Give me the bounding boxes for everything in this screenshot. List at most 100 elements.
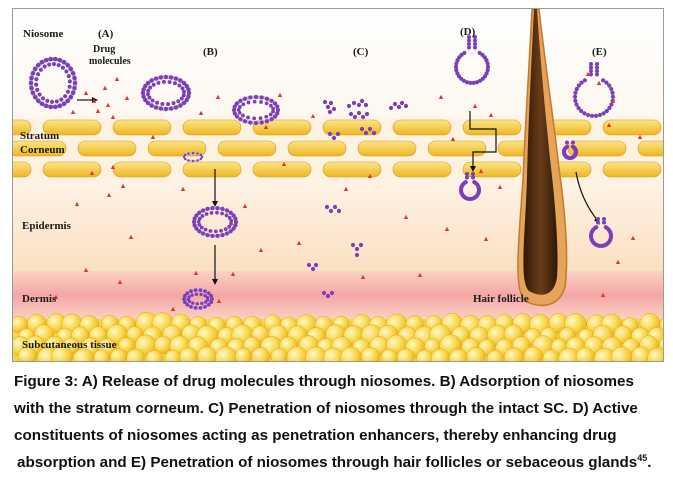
drug-molecule <box>95 108 101 113</box>
drug-molecule <box>198 110 204 115</box>
corneocyte <box>112 119 172 136</box>
drug-molecule <box>478 168 484 173</box>
caption-line-3: constituents of niosomes acting as penet… <box>14 427 617 444</box>
corneocyte <box>357 140 417 157</box>
drug-molecule <box>102 85 108 90</box>
drug-molecule <box>472 103 478 108</box>
drug-molecule <box>193 270 199 275</box>
drug-molecule <box>615 259 621 264</box>
fragment-c-8 <box>350 242 364 258</box>
label-epidermis: Epidermis <box>22 220 72 232</box>
drug-molecule <box>637 134 643 139</box>
panel-label-b: (B) <box>203 46 218 58</box>
caption-end: . <box>647 454 652 471</box>
drug-molecule <box>230 271 236 276</box>
arrow-e-follicle <box>575 171 599 222</box>
corneocyte <box>217 140 277 157</box>
corneocyte <box>287 140 347 157</box>
niosome-b-dermis <box>182 288 214 310</box>
fragment-c-2 <box>346 98 369 109</box>
drug-molecule <box>360 274 366 279</box>
hair-shaft <box>523 9 558 295</box>
corneocyte <box>13 140 67 157</box>
niosome-vesicles <box>28 35 616 310</box>
niosome-b-top <box>140 74 192 112</box>
panel-label-d: (D) <box>460 26 476 38</box>
drug-molecule <box>585 71 591 76</box>
panel-label-e: (E) <box>592 46 607 58</box>
label-niosome: Niosome <box>23 28 63 40</box>
drug-molecule <box>263 124 269 129</box>
niosome-b-flat <box>182 151 204 163</box>
drug-molecule <box>596 80 602 85</box>
fragment-c-5 <box>359 126 377 136</box>
niosome-e-top <box>572 62 616 118</box>
drug-molecule <box>106 192 112 197</box>
drug-molecule <box>310 113 316 118</box>
fragment-c-1 <box>322 99 337 115</box>
drug-molecule <box>483 236 489 241</box>
corneocyte <box>77 140 137 157</box>
corneocyte <box>252 161 312 178</box>
drug-molecule <box>488 112 494 117</box>
corneocyte <box>112 161 172 178</box>
caption-reference: 45 <box>637 452 648 463</box>
drug-molecule <box>83 90 89 95</box>
drug-molecule <box>117 279 123 284</box>
drug-molecule <box>215 94 221 99</box>
niosome-b-epidermis <box>191 206 239 238</box>
arrow-d-path <box>469 111 497 166</box>
drug-molecule <box>110 114 116 119</box>
fat-cells <box>13 311 663 361</box>
fragment-c-10 <box>321 290 335 299</box>
figure-caption: Figure 3: A) Release of drug molecules t… <box>14 368 664 476</box>
drug-molecule <box>630 235 636 240</box>
label-subcutaneous: Subcutaneous tissue <box>22 339 117 351</box>
drug-molecule <box>600 292 606 297</box>
niosome-diagram: Niosome (A) Drug molecules (B) (C) (D) (… <box>12 8 664 362</box>
drug-molecule <box>150 134 156 139</box>
corneocyte <box>637 140 663 157</box>
corneocyte <box>182 161 242 178</box>
drug-molecule <box>74 201 80 206</box>
caption-line-4-text: absorption and E) Penetration of niosome… <box>17 454 638 471</box>
drug-molecule <box>170 306 176 311</box>
corneocyte <box>42 161 102 178</box>
drug-molecule <box>120 183 126 188</box>
surface-background <box>13 9 663 119</box>
niosome-d-low <box>458 172 482 202</box>
drug-molecule <box>53 294 59 299</box>
drug-molecule <box>114 76 120 81</box>
corneocyte <box>462 119 522 136</box>
corneocyte <box>42 119 102 136</box>
corneocyte <box>462 161 522 178</box>
drug-molecule <box>83 267 89 272</box>
drug-molecule <box>444 226 450 231</box>
drug-molecule <box>403 214 409 219</box>
label-dermis: Dermis <box>22 293 57 305</box>
caption-line-2: with the stratum corneum. C) Penetration… <box>14 400 638 417</box>
drug-molecule <box>242 203 248 208</box>
label-stratum: Stratum <box>20 130 59 142</box>
drug-molecule <box>180 186 186 191</box>
label-drug-line2: molecules <box>89 56 131 67</box>
label-drug-line1: Drug <box>93 44 115 55</box>
drug-molecule <box>110 164 116 169</box>
niosome-b-adsorbed <box>231 94 281 126</box>
caption-line-1: Figure 3: A) Release of drug molecules t… <box>14 373 634 390</box>
drug-molecule <box>606 122 612 127</box>
drug-molecule <box>258 247 264 252</box>
drug-molecule <box>610 98 616 103</box>
corneocyte <box>13 161 32 178</box>
corneocyte <box>322 161 382 178</box>
fragment-c-3 <box>388 100 409 111</box>
niosome-e-mid <box>561 140 579 161</box>
corneocyte <box>182 119 242 136</box>
drug-molecule <box>70 109 76 114</box>
corneocyte <box>602 161 662 178</box>
drug-molecule <box>216 298 222 303</box>
corneocyte <box>392 119 452 136</box>
drug-molecule <box>91 98 97 103</box>
corneocyte <box>252 119 312 136</box>
drug-molecule <box>277 92 283 97</box>
